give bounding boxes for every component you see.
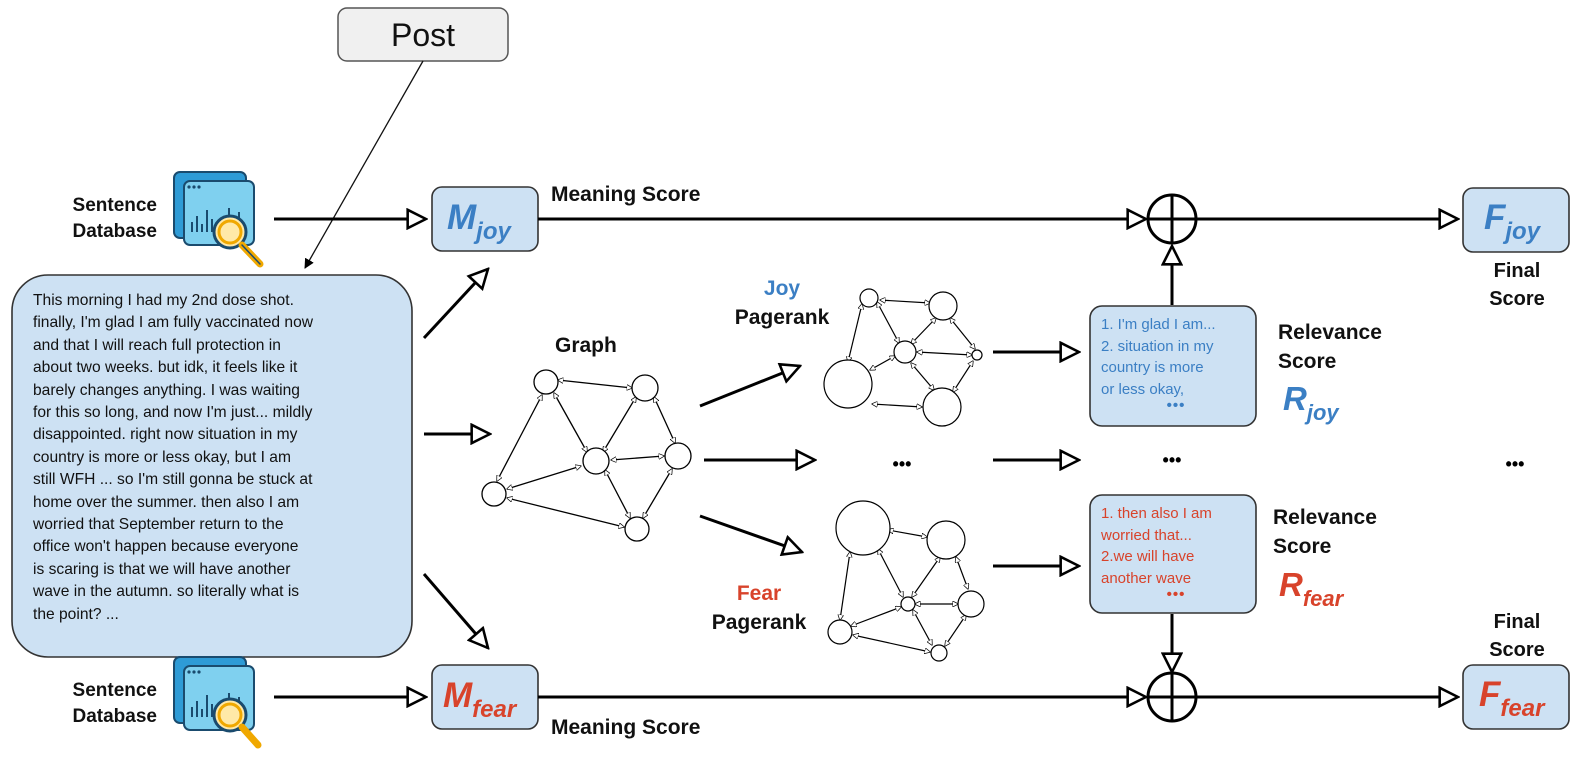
- post-line: barely changes anything. I was waiting: [33, 381, 300, 399]
- fear-relevance-sentences: 1. then also I am worried that... 2.we w…: [1101, 503, 1251, 603]
- meaning-score-bottom: Meaning Score: [551, 716, 700, 739]
- ellipsis-middle-graph: •••: [893, 454, 912, 474]
- sentence-database-bottom: Sentence Database: [73, 680, 158, 727]
- svg-text:Ffear: Ffear: [1479, 675, 1546, 722]
- plus-fear-icon: [1146, 671, 1198, 723]
- m-fear-subscript: fear: [472, 696, 518, 723]
- final-score-fear-line2: Score: [1489, 639, 1545, 661]
- f-fear-subscript: fear: [1500, 695, 1546, 722]
- svg-text:Rfear: Rfear: [1279, 566, 1345, 611]
- fear-sentence-line: 1. then also I am: [1101, 505, 1212, 522]
- post-line: disappointed. right now situation in my: [33, 426, 298, 444]
- fear-sentence-line: worried that...: [1101, 526, 1192, 544]
- joy-word: Joy: [764, 277, 801, 300]
- post-line: and that I will reach full protection in: [33, 336, 281, 354]
- joy-sentence-line: or less okay,: [1101, 380, 1185, 398]
- post-line: for this so long, and now I'm just... mi…: [33, 404, 313, 422]
- fear-pagerank-label: Pagerank: [712, 611, 807, 634]
- final-score-fear-line1: Final: [1494, 611, 1541, 633]
- graph-label: Graph: [555, 334, 617, 357]
- arrow-post-to-mfear: [422, 573, 488, 648]
- joy-relevance-label-2: Score: [1278, 350, 1336, 373]
- fear-relevance-box: [1089, 494, 1257, 614]
- post-line: wave in the autumn. so literally what is: [33, 583, 300, 601]
- post-line: This morning I had my 2nd dose shot.: [33, 292, 294, 309]
- m-fear-letter: M: [443, 676, 473, 715]
- f-joy-letter: F: [1484, 198, 1507, 237]
- final-score-joy-line1: Final: [1494, 260, 1541, 282]
- f-fear-letter: F: [1479, 675, 1502, 714]
- f-joy-subscript: joy: [1502, 218, 1541, 245]
- post-label-box: Post: [337, 7, 509, 62]
- f-joy-box: Fjoy: [1462, 187, 1570, 253]
- post-line: is scaring is that we will have another: [33, 560, 291, 578]
- joy-sentence-line: 2. situation in my: [1101, 337, 1214, 355]
- fear-word: Fear: [737, 582, 781, 605]
- sentence-db-top-line1: Sentence: [73, 195, 157, 216]
- fear-sentence-line: another wave: [1101, 569, 1192, 587]
- joy-sentence-ellipsis: •••: [1166, 397, 1186, 414]
- database-search-icon: [173, 171, 264, 268]
- post-line: home over the summer. then also I am: [33, 493, 300, 511]
- post-line: office won't happen because everyone: [33, 538, 299, 556]
- fear-relevance-label-1: Relevance: [1273, 506, 1377, 529]
- post-label: Post: [391, 17, 455, 53]
- sentence-database-top: Sentence Database: [73, 195, 158, 242]
- sentence-db-bottom-line2: Database: [73, 706, 158, 727]
- m-joy-letter: M: [447, 198, 477, 237]
- post-line: finally, I'm glad I am fully vaccinated …: [33, 314, 314, 332]
- joy-sentence-line: 1. I'm glad I am...: [1101, 316, 1216, 333]
- joy-relevance-box: [1089, 305, 1257, 427]
- joy-relevance-label-1: Relevance: [1278, 321, 1382, 344]
- ellipsis-middle-relevance: •••: [1163, 450, 1182, 470]
- fear-pagerank-graph: [827, 500, 985, 662]
- r-fear-letter: R: [1279, 566, 1303, 603]
- arrow-post-to-mjoy: [422, 269, 488, 340]
- m-fear-box: Mfear: [431, 664, 539, 730]
- final-score-joy-line2: Score: [1489, 288, 1545, 310]
- joy-sentence-line: country is more: [1101, 359, 1204, 376]
- fear-relevance-label-2: Score: [1273, 535, 1331, 558]
- ellipsis-middle-final: •••: [1506, 454, 1525, 474]
- joy-pagerank-label: Pagerank: [735, 306, 830, 329]
- graph-network: [481, 369, 692, 542]
- post-line: about two weeks. but idk, it feels like …: [33, 359, 298, 377]
- fear-sentence-line: 2.we will have: [1101, 548, 1195, 565]
- post-line: the point? ...: [33, 605, 119, 623]
- arrow-graph-to-joy-pagerank: [699, 366, 800, 408]
- joy-pagerank-graph: [823, 288, 983, 427]
- sentence-db-top-line2: Database: [73, 221, 158, 242]
- f-fear-box: Ffear: [1462, 664, 1570, 730]
- database-search-icon: [173, 656, 262, 749]
- m-joy-subscript: joy: [473, 218, 512, 245]
- m-joy-box: Mjoy: [431, 186, 539, 252]
- post-pointer-line: [304, 60, 424, 269]
- fear-sentence-ellipsis: •••: [1166, 586, 1186, 603]
- r-joy-subscript: joy: [1304, 400, 1341, 425]
- r-fear-subscript: fear: [1303, 586, 1345, 611]
- svg-text:Fjoy: Fjoy: [1484, 198, 1542, 245]
- meaning-score-top: Meaning Score: [551, 183, 700, 206]
- svg-text:Rjoy: Rjoy: [1283, 380, 1340, 425]
- post-line: worried that September return to the: [33, 516, 284, 534]
- svg-text:Mjoy: Mjoy: [447, 198, 512, 245]
- post-line: still WFH ... so I'm still gonna be stuc…: [33, 471, 313, 489]
- sentence-db-bottom-line1: Sentence: [73, 680, 157, 701]
- plus-joy-icon: [1146, 193, 1198, 245]
- joy-relevance-sentences: 1. I'm glad I am... 2. situation in my c…: [1101, 314, 1251, 414]
- arrow-graph-to-fear-pagerank: [699, 514, 802, 552]
- r-joy-letter: R: [1283, 380, 1307, 417]
- post-text: This morning I had my 2nd dose shot. fin…: [33, 290, 403, 626]
- post-line: country is more or less okay, but I am: [33, 448, 291, 466]
- svg-text:Mfear: Mfear: [443, 676, 518, 723]
